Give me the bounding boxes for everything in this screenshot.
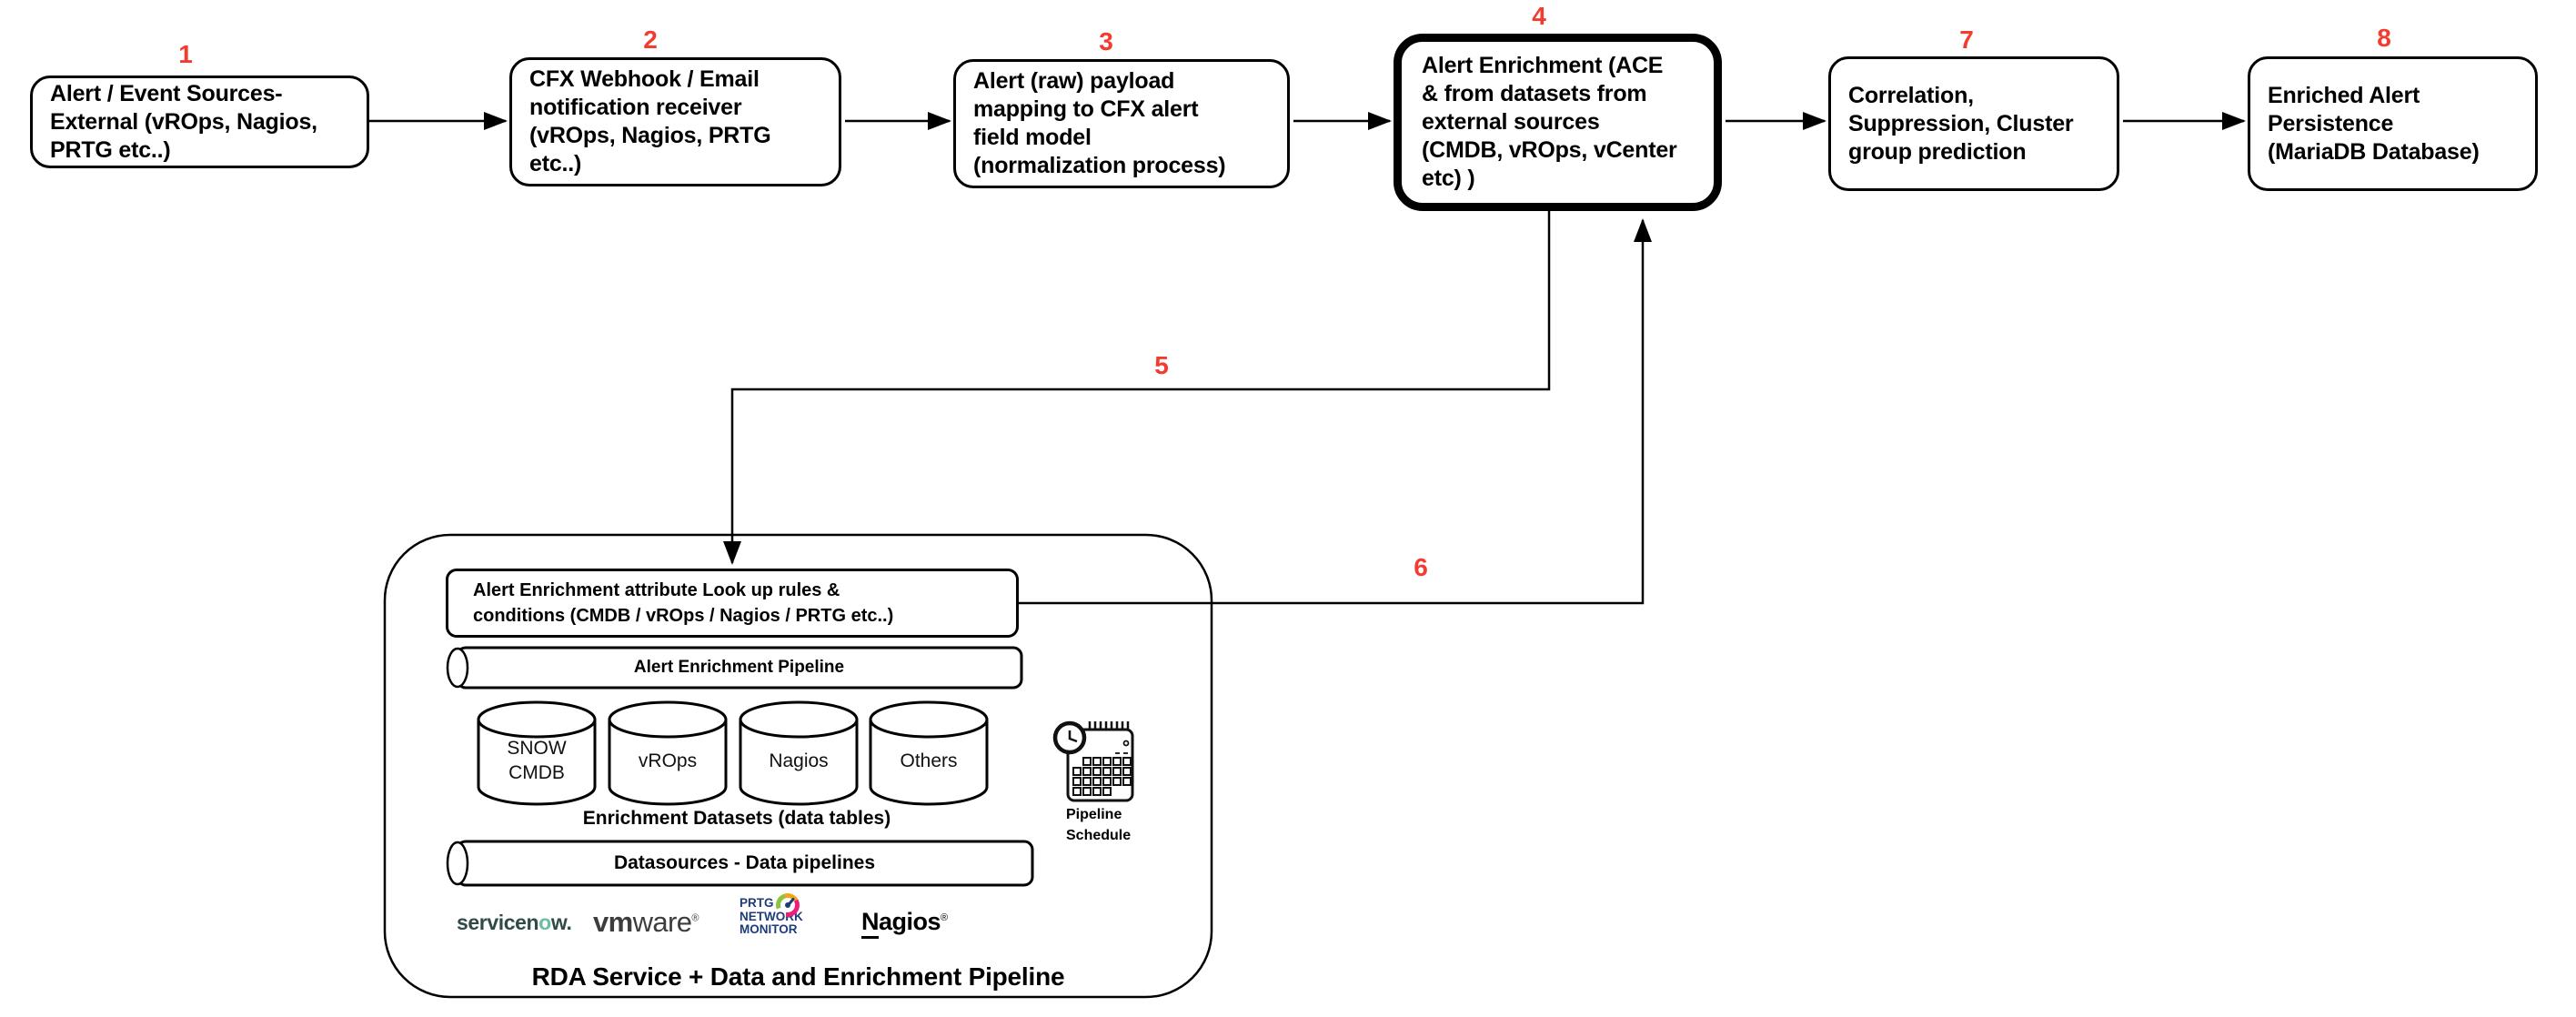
nagios-logo-text: N [861, 908, 880, 939]
step-number-8: 8 [2377, 24, 2391, 52]
nagios-logo-text: agios [879, 908, 941, 935]
servicenow-logo: servicenow. [457, 911, 572, 935]
dataset-cylinders [477, 700, 989, 806]
clock-hands [1068, 730, 1078, 743]
dataset-label-vrops: vROps [638, 750, 698, 771]
alert-enrichment-pipeline-shape [446, 646, 1023, 690]
step-number-3: 3 [1099, 27, 1113, 55]
vmware-logo-text: ware [632, 906, 692, 938]
step-number-6: 6 [1414, 553, 1428, 581]
nagios-logo: Nagios® [861, 908, 948, 939]
pipeline-schedule-icon [1052, 720, 1134, 802]
registered-mark: ® [941, 912, 948, 923]
flow-box-alert-event-sources: Alert / Event Sources- External (vROps, … [30, 76, 369, 168]
dataset-label-nagios: Nagios [769, 750, 829, 771]
flow-box-label: Alert / Event Sources- External (vROps, … [50, 80, 317, 163]
step-number-5: 5 [1154, 351, 1169, 379]
step-number-4: 4 [1532, 2, 1546, 30]
step-number-7: 7 [1959, 25, 1974, 54]
step-number-2: 2 [643, 25, 658, 54]
servicenow-ring-o: o [538, 911, 551, 934]
flow-box-label: CFX Webhook / Email notification receive… [529, 66, 771, 176]
flow-box-cfx-webhook-receiver: CFX Webhook / Email notification receive… [509, 57, 841, 186]
flow-box-alert-enrichment: Alert Enrichment (ACE & from datasets fr… [1394, 34, 1722, 211]
registered-mark: ® [691, 912, 699, 924]
servicenow-logo-text: servicen [457, 911, 539, 934]
pipeline-schedule-label: Pipeline Schedule [1066, 807, 1132, 843]
servicenow-logo-text: w. [550, 911, 572, 934]
gauge-knob [785, 902, 790, 908]
prtg-gauge-icon [776, 893, 800, 917]
cylinder-icon [477, 700, 597, 806]
datasources-pipeline-shape [446, 840, 1034, 887]
flow-box-label: Alert (raw) payload mapping to CFX alert… [973, 68, 1226, 178]
flow-box-label: Enriched Alert Persistence (MariaDB Data… [2268, 82, 2480, 165]
alert-enrichment-pipeline-label: Alert Enrichment Pipeline [633, 658, 845, 677]
lookup-rules-box: Alert Enrichment attribute Look up rules… [446, 569, 1019, 638]
step-number-1: 1 [178, 40, 193, 68]
datasources-pipeline-label: Datasources - Data pipelines [613, 852, 876, 873]
connector-6-lookup-to-box4 [1019, 218, 1652, 605]
enrichment-datasets-caption: Enrichment Datasets (data tables) [582, 808, 891, 829]
prtg-network-monitor-logo: PRTG NETWORK MONITOR [740, 893, 830, 937]
dataset-label-snow-cmdb: SNOW CMDB [507, 738, 567, 783]
cylinder-icon [608, 700, 728, 806]
prtg-logo-line: PRTG [740, 896, 774, 910]
prtg-logo-line: MONITOR [740, 922, 798, 936]
vmware-logo: vmware® [593, 906, 699, 939]
dataset-label-others: Others [900, 750, 958, 771]
connector-5-box4-to-lookup [723, 211, 1551, 565]
vmware-logo-text: vm [593, 906, 633, 938]
calendar-binding [1088, 721, 1130, 730]
calendar-grid [1072, 757, 1132, 796]
cylinder-icon [869, 700, 989, 806]
flow-box-correlation-suppression: Correlation, Suppression, Cluster group … [1828, 56, 2119, 191]
lookup-rules-label: Alert Enrichment attribute Look up rules… [473, 580, 894, 626]
flow-box-payload-mapping: Alert (raw) payload mapping to CFX alert… [953, 59, 1290, 188]
flow-box-enriched-alert-persistence: Enriched Alert Persistence (MariaDB Data… [2248, 56, 2538, 191]
flow-box-label: Correlation, Suppression, Cluster group … [1848, 82, 2074, 165]
rda-container-title: RDA Service + Data and Enrichment Pipeli… [531, 962, 1065, 991]
cylinder-icon [739, 700, 859, 806]
flow-box-label: Alert Enrichment (ACE & from datasets fr… [1422, 53, 1677, 191]
